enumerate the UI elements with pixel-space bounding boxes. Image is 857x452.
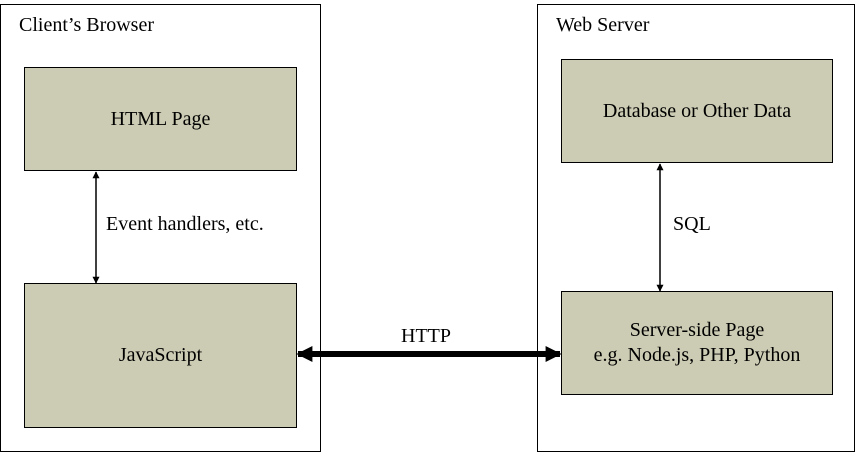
web-server-title: Web Server	[556, 14, 650, 36]
html-page-label: HTML Page	[110, 107, 211, 130]
database-label: Database or Other Data	[602, 99, 792, 122]
sql-label: SQL	[673, 213, 711, 235]
javascript-label: JavaScript	[118, 344, 203, 366]
server-side-page-box: Server-side Page e.g. Node.js, PHP, Pyth…	[561, 291, 833, 395]
http-label: HTTP	[401, 325, 451, 347]
client-browser-title: Client’s Browser	[19, 14, 154, 36]
database-box: Database or Other Data	[561, 59, 833, 163]
html-page-box: HTML Page	[24, 67, 297, 171]
server-side-page-examples: e.g. Node.js, PHP, Python	[593, 344, 801, 366]
javascript-box: JavaScript	[24, 283, 297, 428]
event-handlers-label: Event handlers, etc.	[106, 213, 264, 235]
server-side-page-label: Server-side Page	[629, 319, 765, 341]
